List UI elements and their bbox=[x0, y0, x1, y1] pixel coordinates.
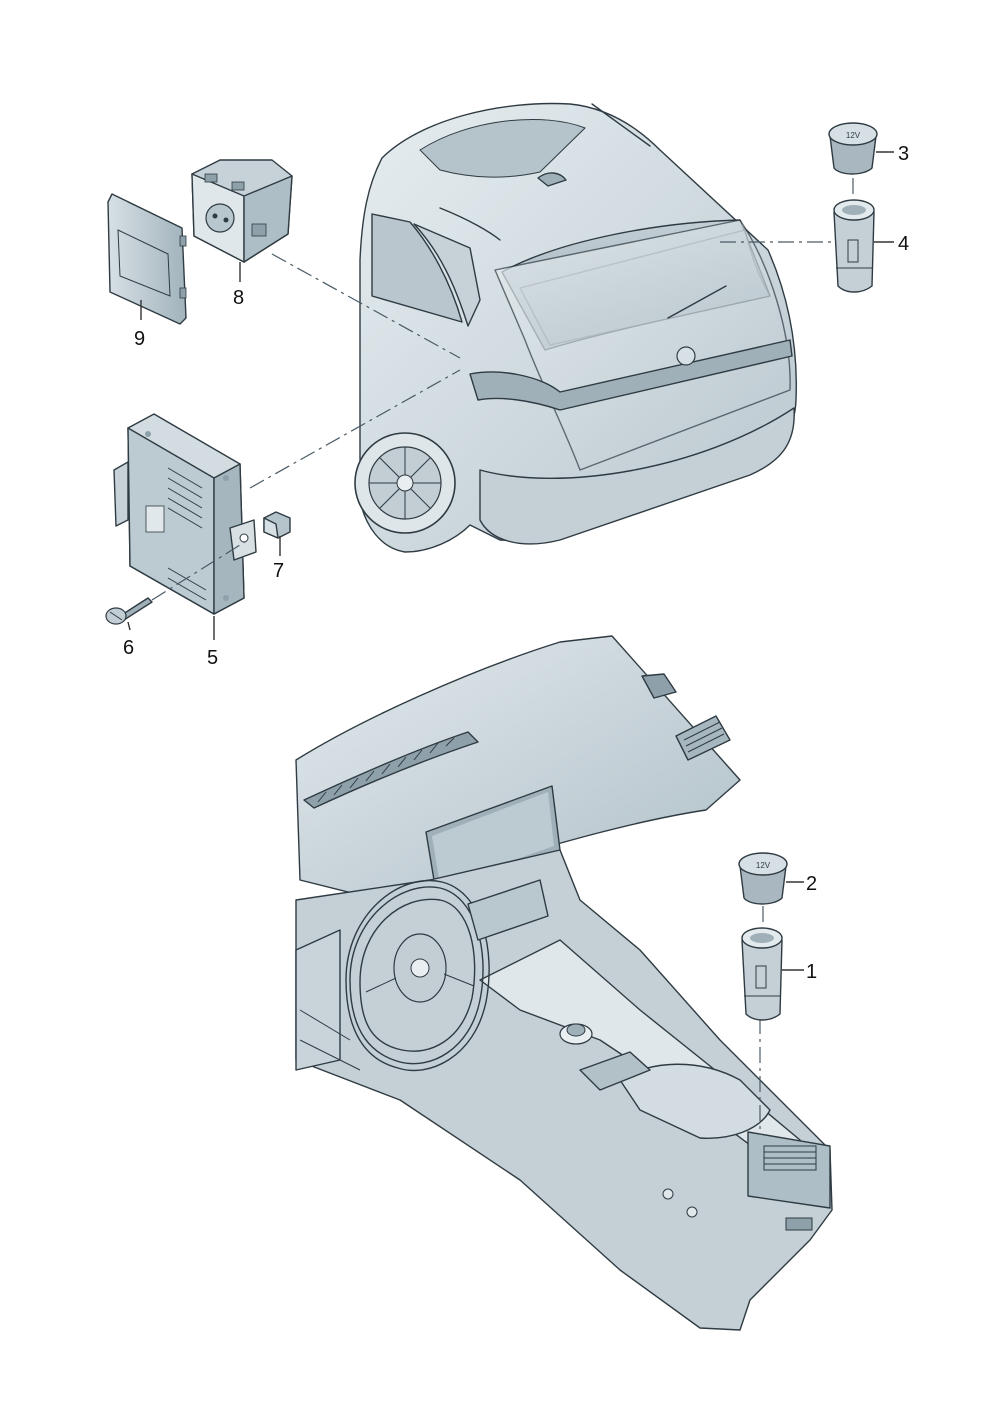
vehicle-rear-view bbox=[354, 102, 797, 553]
badge-12v-rear: 12V bbox=[846, 131, 861, 140]
callout-9: 9 bbox=[134, 328, 145, 350]
callout-1: 1 bbox=[806, 961, 817, 983]
part-housing-1 bbox=[741, 927, 783, 1021]
part-cap-2: 12V bbox=[738, 852, 788, 905]
callout-5: 5 bbox=[207, 647, 218, 669]
part-clip-7 bbox=[263, 511, 291, 539]
callout-2: 2 bbox=[806, 873, 817, 895]
callout-3: 3 bbox=[898, 143, 909, 165]
part-cap-3: 12V bbox=[828, 122, 878, 175]
badge-12v-front: 12V bbox=[756, 861, 771, 870]
part-housing-4 bbox=[833, 199, 875, 293]
part-screw-6 bbox=[105, 597, 153, 625]
callout-4: 4 bbox=[898, 233, 909, 255]
callout-7: 7 bbox=[273, 560, 284, 582]
part-socket-8 bbox=[191, 159, 293, 263]
callout-6: 6 bbox=[123, 637, 134, 659]
callout-8: 8 bbox=[233, 287, 244, 309]
vehicle-interior-view bbox=[295, 635, 833, 1331]
part-control-unit-5 bbox=[113, 413, 257, 615]
part-cover-9 bbox=[107, 193, 187, 325]
